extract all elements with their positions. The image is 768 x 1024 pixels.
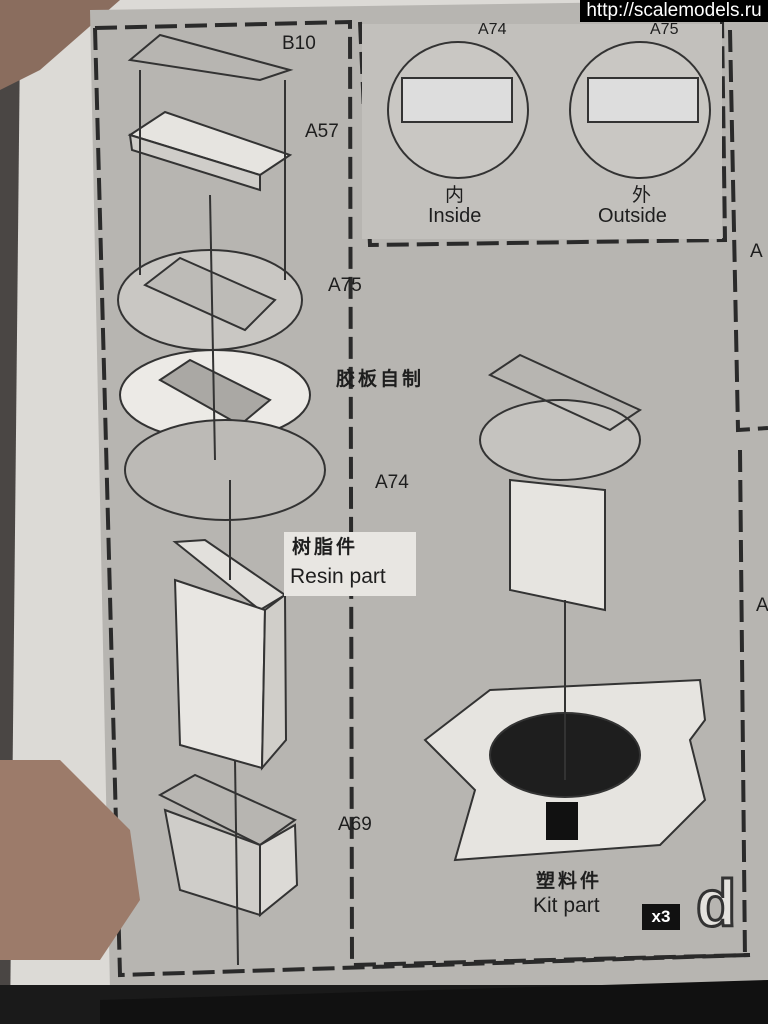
resin-cn: 树脂件 xyxy=(292,537,359,558)
multiplier-badge: x3 xyxy=(642,904,680,930)
label-a75: A75 xyxy=(328,275,362,296)
kit-part-icon xyxy=(546,802,578,840)
assembly-view xyxy=(423,353,707,862)
watermark: http://scalemodels.ru xyxy=(580,0,768,22)
label-a69: A69 xyxy=(338,814,372,835)
exploded-view xyxy=(117,33,326,966)
side-label-a-2: A xyxy=(756,595,768,616)
inset-label-a74: A74 xyxy=(478,21,507,38)
resin-part-label: 树脂件 Resin part xyxy=(284,532,416,596)
inset-label-a75: A75 xyxy=(650,21,679,38)
outside-en: Outside xyxy=(598,205,667,227)
label-a74: A74 xyxy=(375,472,409,493)
thumb xyxy=(0,760,140,960)
kit-cn: 塑料件 xyxy=(536,871,603,892)
outside-cn: 外 xyxy=(632,185,652,206)
inside-en: Inside xyxy=(428,205,482,227)
label-a57: A57 xyxy=(305,121,339,142)
label-b10: B10 xyxy=(282,33,316,54)
label-self-made: 胶板自制 xyxy=(336,369,425,390)
step-letter: d xyxy=(694,866,737,940)
inset-diagram xyxy=(387,41,711,179)
resin-en: Resin part xyxy=(290,565,386,588)
inside-cn: 内 xyxy=(445,185,465,206)
side-label-a-1: A xyxy=(750,241,763,262)
finger-top xyxy=(0,0,120,90)
kit-en: Kit part xyxy=(533,894,600,917)
